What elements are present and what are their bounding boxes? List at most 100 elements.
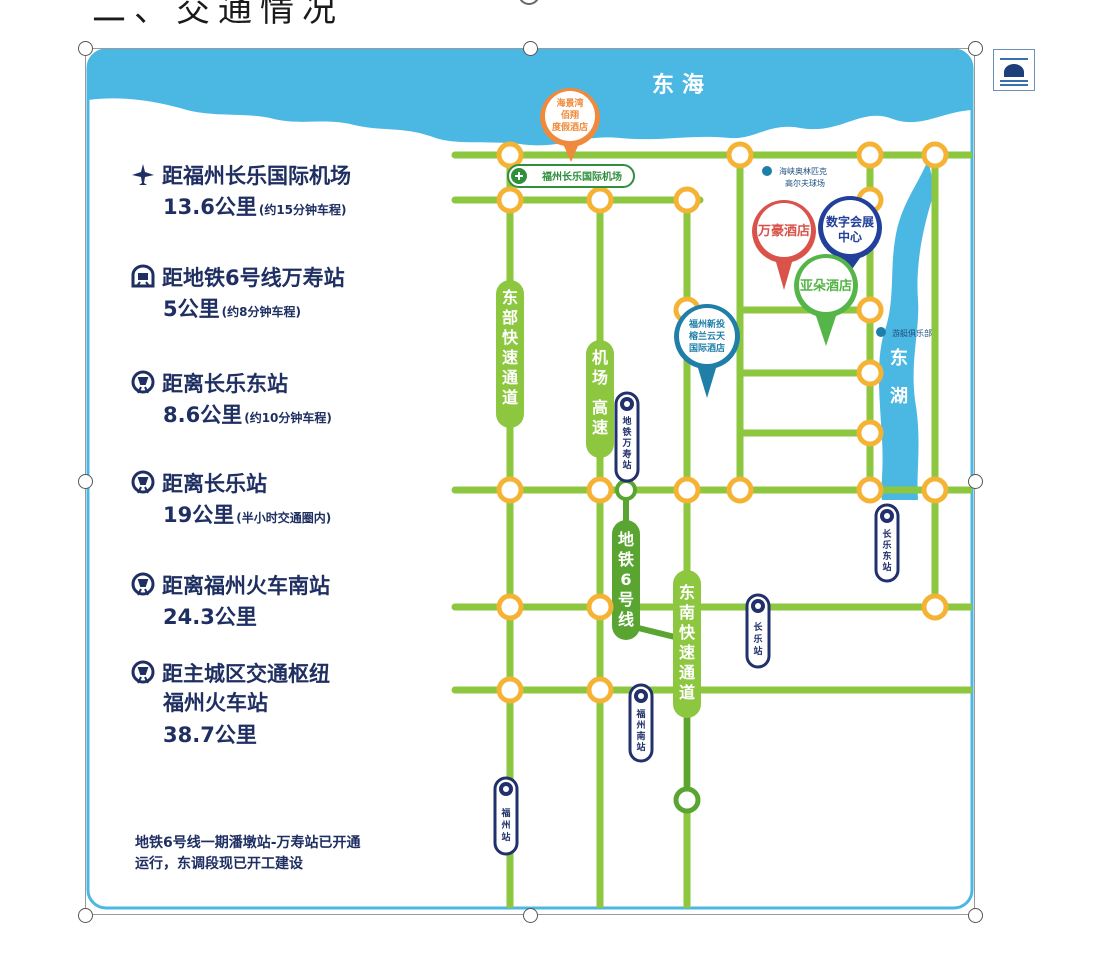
east-expressway-char-4: 速 xyxy=(502,348,518,367)
info-item-changle: 距离长乐站 19公里(半小时交通圈内) xyxy=(130,468,430,535)
info-note: (约10分钟车程) xyxy=(244,411,332,425)
xintou-label-1: 福州新投 xyxy=(688,318,725,330)
fuzhou-south-station-char-4: 站 xyxy=(636,741,645,753)
fuzhou-station-char-2: 州 xyxy=(500,820,510,831)
image-selection-frame[interactable] xyxy=(85,48,975,915)
info-item-airport: 距福州长乐国际机场 13.6公里(约15分钟车程) xyxy=(130,160,430,227)
expo-label-1: 数字会展 xyxy=(826,214,874,229)
info-item-changle-east: 距离长乐东站 8.6公里(约10分钟车程) xyxy=(130,368,430,435)
layout-options-button[interactable] xyxy=(993,49,1035,91)
lake-label-2: 湖 xyxy=(890,386,908,407)
metro-line6-char-5: 线 xyxy=(618,610,634,629)
info-item-fuzhou: 距主城区交通枢纽 福州火车站 38.7公里 xyxy=(130,658,430,752)
train-icon xyxy=(131,572,155,596)
lake-area xyxy=(878,160,935,500)
footnote-line-2: 运行，东调段现已开工建设 xyxy=(135,856,303,872)
info-title: 距地铁6号线万寿站 xyxy=(162,266,345,290)
changle-east-station-char-1: 长 xyxy=(882,528,892,540)
fuzhou-south-station-char-2: 州 xyxy=(635,720,645,731)
resize-handle-middle-left[interactable] xyxy=(78,474,93,489)
rotate-handle-icon[interactable] xyxy=(515,0,543,12)
fuzhou-station-char-1: 福 xyxy=(500,807,510,819)
expo-label-2: 中心 xyxy=(838,229,862,244)
resize-handle-bottom-center[interactable] xyxy=(523,908,538,923)
resize-handle-bottom-left[interactable] xyxy=(78,908,93,923)
text-wrap-icon xyxy=(1000,58,1028,86)
airport-expressway-char-3: 高 xyxy=(592,398,608,417)
fuzhou-station-char-3: 站 xyxy=(501,831,510,843)
info-distance: 13.6公里 xyxy=(163,195,257,219)
wanhao-label: 万豪酒店 xyxy=(757,223,810,239)
info-distance: 5公里 xyxy=(163,297,220,321)
document-heading: 二、交通情况 xyxy=(92,0,344,30)
resize-handle-top-center[interactable] xyxy=(523,41,538,56)
info-distance: 19公里 xyxy=(163,503,235,527)
fuzhou-south-station-char-1: 福 xyxy=(635,708,645,720)
sea-label: 东海 xyxy=(652,72,712,98)
southeast-expressway-char-2: 南 xyxy=(679,603,695,622)
changle-east-station-char-3: 东 xyxy=(882,550,891,562)
info-title: 距主城区交通枢纽 xyxy=(162,662,330,686)
train-icon xyxy=(131,470,155,494)
changle-east-station-char-2: 乐 xyxy=(882,539,891,551)
airport-label: 福州长乐国际机场 xyxy=(541,170,622,183)
info-distance: 24.3公里 xyxy=(163,605,257,629)
train-icon xyxy=(131,370,155,394)
info-note: (约15分钟车程) xyxy=(258,203,347,217)
yacht-label: 游艇俱乐部 xyxy=(892,328,932,338)
beach-hotel-label-2: 佰翔 xyxy=(561,109,579,121)
golf-label-1: 海峡奥林匹克 xyxy=(779,166,827,176)
metro-line6-char-1: 地 xyxy=(618,530,634,549)
info-title: 距离长乐东站 xyxy=(162,372,288,396)
metro-footnote: 地铁6号线一期潘墩站-万寿站已开通 运行，东调段现已开工建设 xyxy=(135,833,425,875)
info-note: (半小时交通圈内) xyxy=(236,511,332,525)
xintou-label-3: 国际酒店 xyxy=(689,342,725,354)
metro-icon xyxy=(131,264,155,288)
changle-east-station-char-4: 站 xyxy=(882,561,891,573)
wanshou-station-char-1: 地 xyxy=(622,415,631,427)
info-title-line2: 福州火车站 xyxy=(163,691,268,715)
info-distance: 8.6公里 xyxy=(163,403,243,427)
info-item-metro: 距地铁6号线万寿站 5公里(约8分钟车程) xyxy=(130,262,430,329)
wanshou-station-char-3: 万 xyxy=(621,438,631,449)
train-icon xyxy=(131,660,155,684)
yaduo-label: 亚朵酒店 xyxy=(800,278,852,294)
airport-expressway-char-1: 机 xyxy=(592,348,608,367)
southeast-expressway-char-3: 快 xyxy=(679,623,696,642)
southeast-expressway-char-4: 速 xyxy=(679,643,695,662)
lake-label-1: 东 xyxy=(890,347,908,369)
wanshou-station-char-2: 铁 xyxy=(622,426,631,438)
resize-handle-top-left[interactable] xyxy=(78,41,93,56)
resize-handle-middle-right[interactable] xyxy=(968,474,983,489)
info-item-fuzhou-south: 距离福州火车南站 24.3公里 xyxy=(130,570,430,634)
fuzhou-south-station-char-3: 南 xyxy=(636,730,645,742)
wanshou-station-char-4: 寿 xyxy=(622,448,631,460)
info-title: 距离福州火车南站 xyxy=(162,574,330,598)
beach-hotel-label-3: 度假酒店 xyxy=(552,121,588,133)
metro-line6-char-4: 号 xyxy=(618,590,634,609)
southeast-expressway-char-6: 道 xyxy=(679,683,695,702)
resize-handle-top-right[interactable] xyxy=(968,41,983,56)
changle-station-char-1: 长 xyxy=(753,621,763,633)
east-expressway-char-1: 东 xyxy=(502,288,518,307)
southeast-expressway-char-5: 通 xyxy=(679,663,695,682)
beach-hotel-label-1: 海景湾 xyxy=(556,97,583,109)
wanshou-station-char-5: 站 xyxy=(622,459,631,471)
sea-area xyxy=(88,50,972,146)
xintou-label-2: 榕兰云天 xyxy=(689,330,726,342)
resize-handle-bottom-right[interactable] xyxy=(968,908,983,923)
east-expressway-char-2: 部 xyxy=(502,308,518,327)
info-title: 距离长乐站 xyxy=(162,472,267,496)
airport-expressway-char-2: 场 xyxy=(592,368,608,387)
east-expressway-char-6: 道 xyxy=(502,388,518,407)
info-distance: 38.7公里 xyxy=(163,723,257,747)
info-note: (约8分钟车程) xyxy=(221,305,301,319)
east-expressway-char-3: 快 xyxy=(502,328,519,347)
plane-icon xyxy=(132,164,154,185)
airport-expressway-char-4: 速 xyxy=(592,418,608,437)
changle-station-char-3: 站 xyxy=(753,645,762,657)
changle-station-char-2: 乐 xyxy=(753,633,762,645)
southeast-expressway-char-1: 东 xyxy=(679,583,695,602)
metro-line6-char-2: 铁 xyxy=(618,550,634,569)
